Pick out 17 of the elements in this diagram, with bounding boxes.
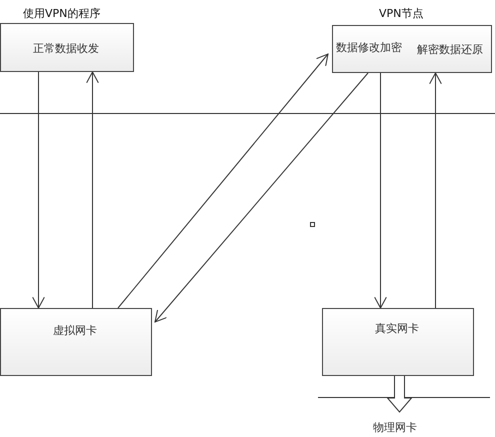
box-label: 正常数据收发 (33, 41, 99, 56)
box-label: 数据修改加密 (336, 40, 402, 55)
box-label: 解密数据还原 (417, 42, 483, 57)
arrow (86, 72, 99, 308)
arrow (154, 72, 368, 322)
arrow (374, 72, 387, 308)
arrow (429, 72, 442, 308)
arrow (32, 72, 45, 308)
heading: VPN节点 (379, 6, 424, 21)
block-arrow (386, 376, 413, 413)
box-label: 虚拟网卡 (53, 323, 97, 338)
box-label: 真实网卡 (375, 321, 419, 336)
process-box (322, 308, 474, 376)
heading: 使用VPN的程序 (23, 6, 100, 21)
node-label: 物理网卡 (373, 420, 417, 435)
process-box (0, 308, 152, 376)
arrow (118, 54, 328, 308)
